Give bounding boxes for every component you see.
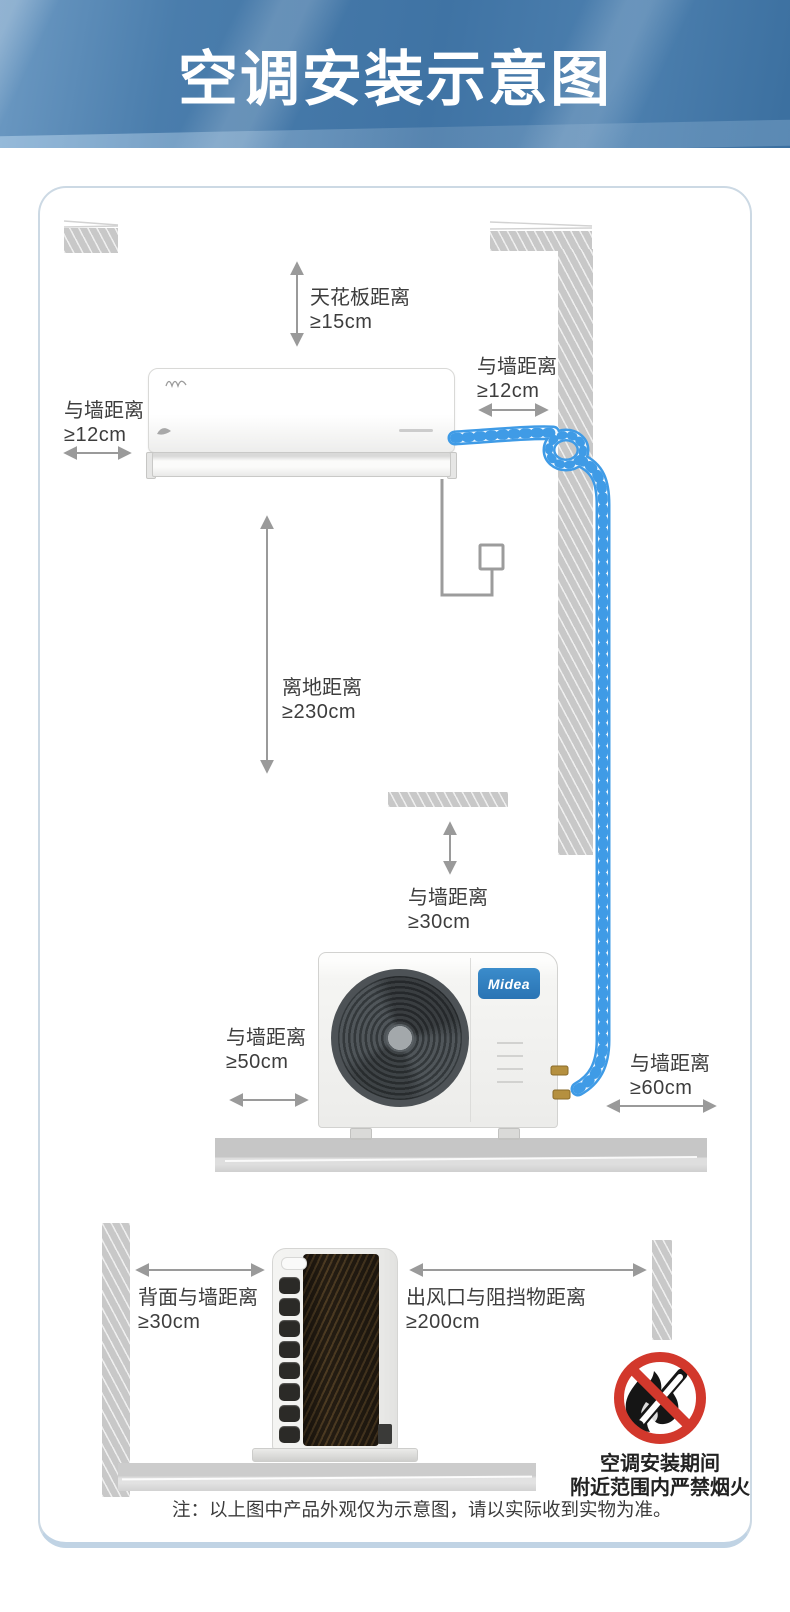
side-vent-slots (279, 1277, 300, 1443)
outdoor-unit-foot-left (350, 1128, 372, 1140)
side-handle-indent (281, 1257, 307, 1270)
dim-outdoor-wall-right: 与墙距离 ≥60cm (630, 1053, 710, 1099)
footnote: 注：以上图中产品外观仅为示意图，请以实际收到实物为准。 (172, 1499, 672, 1520)
wall-right-vertical (558, 249, 593, 855)
outdoor-unit-seam (470, 958, 471, 1122)
dim-indoor-wall-left: 与墙距离 ≥12cm (64, 400, 144, 446)
outdoor-unit-foot-right (498, 1128, 520, 1140)
dim-floor-distance: 离地距离 ≥230cm (282, 677, 362, 723)
side-view-foot (378, 1424, 392, 1444)
indoor-unit (148, 368, 455, 453)
outdoor-platform (215, 1138, 707, 1172)
outdoor-unit-fan (331, 969, 469, 1107)
wall-bottom-left (102, 1223, 130, 1497)
outdoor-unit-side-view (272, 1248, 398, 1452)
dim-ceiling-distance: 天花板距离 ≥15cm (310, 287, 410, 333)
header-banner: 空调安装示意图 (0, 0, 790, 148)
overhang-ledge (388, 792, 508, 807)
page-title: 空调安装示意图 (178, 45, 612, 113)
ceiling-block-right (490, 231, 592, 251)
side-view-base-plate (252, 1448, 418, 1462)
outdoor-unit-side-vents (497, 1042, 523, 1094)
fire-warning-text: 空调安装期间 附近范围内严禁烟火 (570, 1453, 750, 1499)
condenser-coil (303, 1254, 379, 1446)
bottom-floor (118, 1463, 536, 1491)
midea-logo: Midea (478, 968, 540, 999)
dim-outlet-distance: 出风口与阻挡物距离 ≥200cm (406, 1287, 586, 1333)
indoor-unit-air-flap (152, 452, 451, 477)
dim-outdoor-wall-left: 与墙距离 ≥50cm (226, 1027, 306, 1073)
dim-back-wall-distance: 背面与墙距离 ≥30cm (138, 1287, 258, 1333)
dim-outdoor-wall-top: 与墙距离 ≥30cm (408, 887, 488, 933)
wall-bottom-right (652, 1240, 672, 1340)
ceiling-block-left (64, 228, 118, 253)
dim-indoor-wall-right: 与墙距离 ≥12cm (477, 356, 557, 402)
